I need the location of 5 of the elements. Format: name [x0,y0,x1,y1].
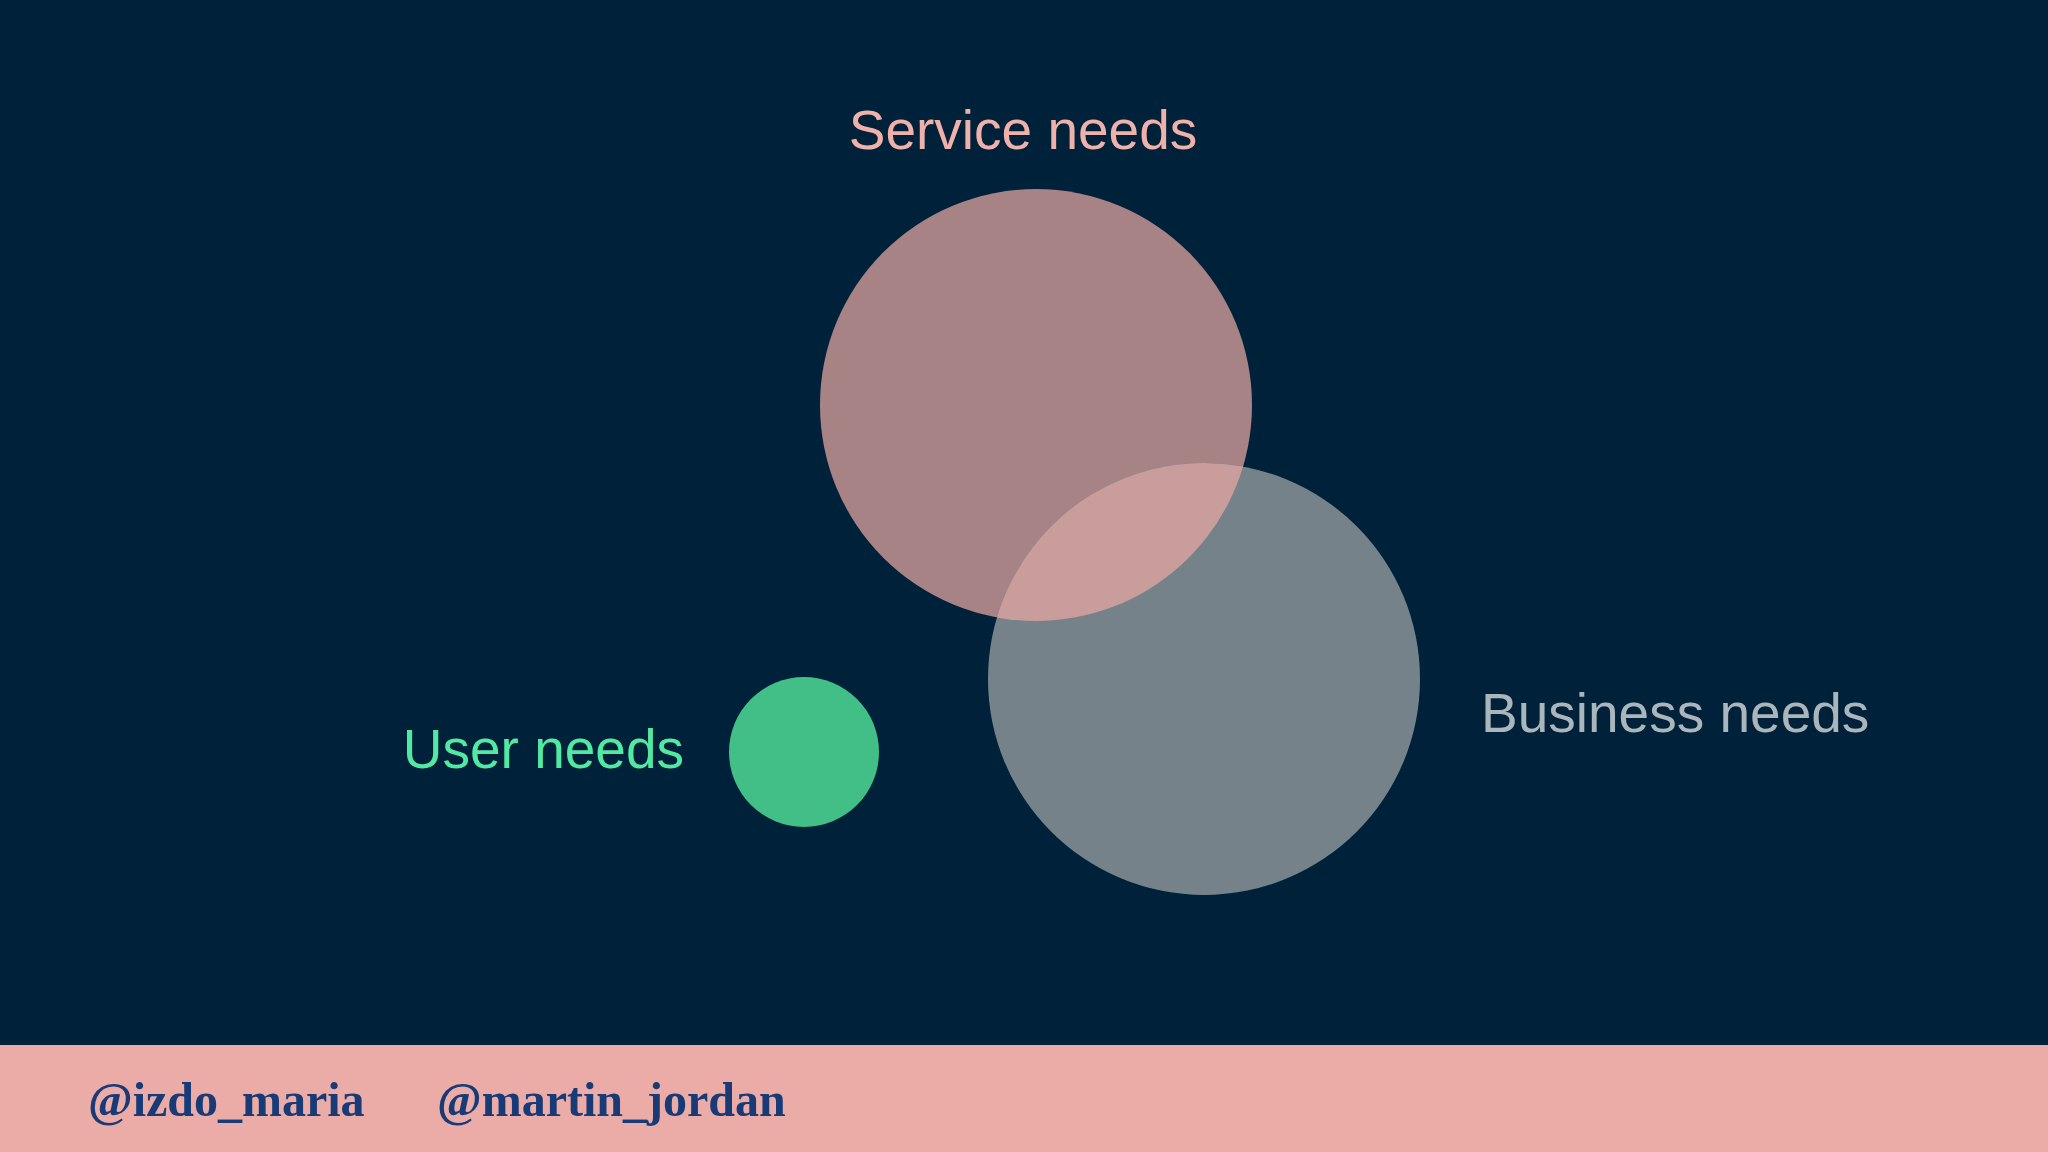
circle-label: Service needs [848,103,1198,158]
author-handle: @martin_jordan [437,1076,786,1124]
circle-label: Business needs [1481,686,1870,741]
author-handle: @izdo_maria [88,1076,365,1124]
circle-label: User needs [402,722,684,777]
